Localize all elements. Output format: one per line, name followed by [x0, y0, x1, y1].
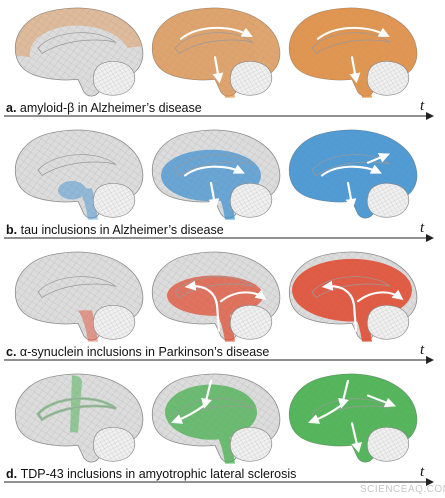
spread-arrow — [349, 56, 361, 84]
tdp43-region — [165, 384, 257, 440]
corpus-callosum — [174, 32, 254, 55]
pathology-overlay — [15, 7, 143, 58]
tdp43-region — [70, 375, 82, 433]
cerebellum-mesh — [93, 61, 135, 96]
brain-stage-1 — [14, 251, 144, 342]
brainstem-region — [78, 188, 98, 220]
spread-arrow — [320, 164, 382, 177]
spread-arrow — [345, 181, 357, 209]
spread-arrow — [350, 422, 362, 453]
row-label-text: TDP-43 inclusions in amyotrophic lateral… — [21, 467, 297, 481]
brain-stage-3 — [288, 251, 418, 342]
spread-arrow — [201, 379, 213, 409]
pathology-overlay — [58, 181, 98, 220]
cerebellum-mesh — [93, 427, 135, 462]
cerebellum-mesh — [93, 183, 135, 218]
cerebellum-mesh — [93, 305, 135, 340]
row-label-text: α-synuclein inclusions in Parkinson’s di… — [20, 345, 270, 359]
brain-stage-2 — [151, 251, 281, 342]
corpus-callosum — [174, 276, 254, 299]
spread-arrow — [338, 379, 350, 409]
spread-arrow — [307, 403, 344, 424]
row-d: t d. TDP-43 inclusions in amyotrophic lat… — [4, 373, 434, 486]
corpus-callosum — [37, 276, 117, 299]
row-caption: b. tau inclusions in Alzheimer’s disease — [6, 223, 224, 237]
time-axis-label: t — [420, 464, 425, 480]
brainstem-region — [215, 188, 235, 220]
corpus-callosum — [37, 154, 117, 177]
row-caption: d. TDP-43 inclusions in amyotrophic late… — [6, 467, 296, 481]
brain-stage-3 — [288, 7, 418, 98]
spread-arrow — [170, 403, 207, 424]
cerebellum-mesh — [367, 305, 409, 340]
cerebellum-mesh — [230, 427, 272, 462]
row-letter: a. — [6, 101, 20, 115]
row-b: t b. tau inclusions in Alzheimer’s diseas… — [4, 129, 434, 242]
row-letter: d. — [6, 467, 21, 481]
spread-arrow — [316, 26, 390, 40]
brain-stage-1 — [14, 373, 144, 463]
cerebellum-mesh — [230, 305, 272, 340]
time-axis-label: t — [420, 342, 425, 358]
spread-arrow — [219, 289, 267, 303]
spread-arrows — [316, 26, 390, 84]
spread-arrows — [183, 164, 245, 209]
amyloid-region — [15, 7, 143, 58]
brain-stage-3 — [288, 129, 418, 219]
brainstem-region — [215, 432, 235, 464]
spread-arrow — [321, 280, 358, 332]
brain-stage-2 — [151, 129, 281, 220]
spread-arrow — [356, 289, 404, 303]
row-label-text: tau inclusions in Alzheimer’s disease — [21, 223, 224, 237]
corpus-callosum — [311, 32, 391, 55]
corpus-callosum — [174, 154, 254, 177]
cerebellum-mesh — [230, 61, 272, 96]
pathology-overlay — [165, 384, 257, 464]
row-label-text: amyloid-β in Alzheimer’s disease — [20, 101, 202, 115]
row-caption: c. α-synuclein inclusions in Parkinson’s… — [6, 345, 269, 359]
spread-arrow — [179, 26, 253, 40]
cerebellum-mesh — [230, 183, 272, 218]
row-a: t a. amyloid-β in Alzheimer’s disease — [4, 7, 434, 120]
watermark: SCIENCEAQ.COM — [360, 484, 445, 495]
cerebellum-mesh — [367, 427, 409, 462]
time-axis-label: t — [420, 98, 425, 114]
brain-stage-2 — [151, 373, 281, 464]
spread-arrow — [208, 181, 220, 209]
brain-stage-2 — [151, 7, 281, 98]
brain-stage-3 — [288, 373, 418, 463]
brainstem-region — [78, 310, 98, 342]
corpus-callosum — [37, 32, 117, 55]
time-axis-label: t — [420, 220, 425, 236]
brain-stage-1 — [14, 7, 144, 97]
spread-arrows — [179, 26, 253, 84]
pathology-overlay — [78, 310, 98, 342]
row-c: t c. α-synuclein inclusions in Parkinson’… — [4, 251, 434, 364]
spread-arrow — [183, 164, 245, 177]
corpus-callosum — [311, 154, 391, 177]
spread-arrow — [184, 280, 221, 332]
row-letter: c. — [6, 345, 20, 359]
spread-arrows — [170, 379, 213, 424]
tau-region — [58, 181, 86, 200]
cerebellum-mesh — [367, 61, 409, 96]
row-letter: b. — [6, 223, 21, 237]
spread-arrow — [212, 56, 224, 84]
cerebellum-mesh — [367, 183, 409, 218]
corpus-callosum — [311, 276, 391, 299]
brain-stage-1 — [14, 129, 144, 220]
spread-arrow — [366, 153, 391, 164]
spread-arrows — [184, 280, 267, 332]
spread-arrows — [320, 153, 391, 209]
spread-arrows — [307, 379, 397, 453]
row-caption: a. amyloid-β in Alzheimer’s disease — [6, 101, 202, 115]
brainstem-region — [215, 310, 235, 342]
spread-arrow — [366, 394, 397, 408]
corpus-callosum — [37, 398, 117, 421]
spread-arrows — [321, 280, 404, 332]
